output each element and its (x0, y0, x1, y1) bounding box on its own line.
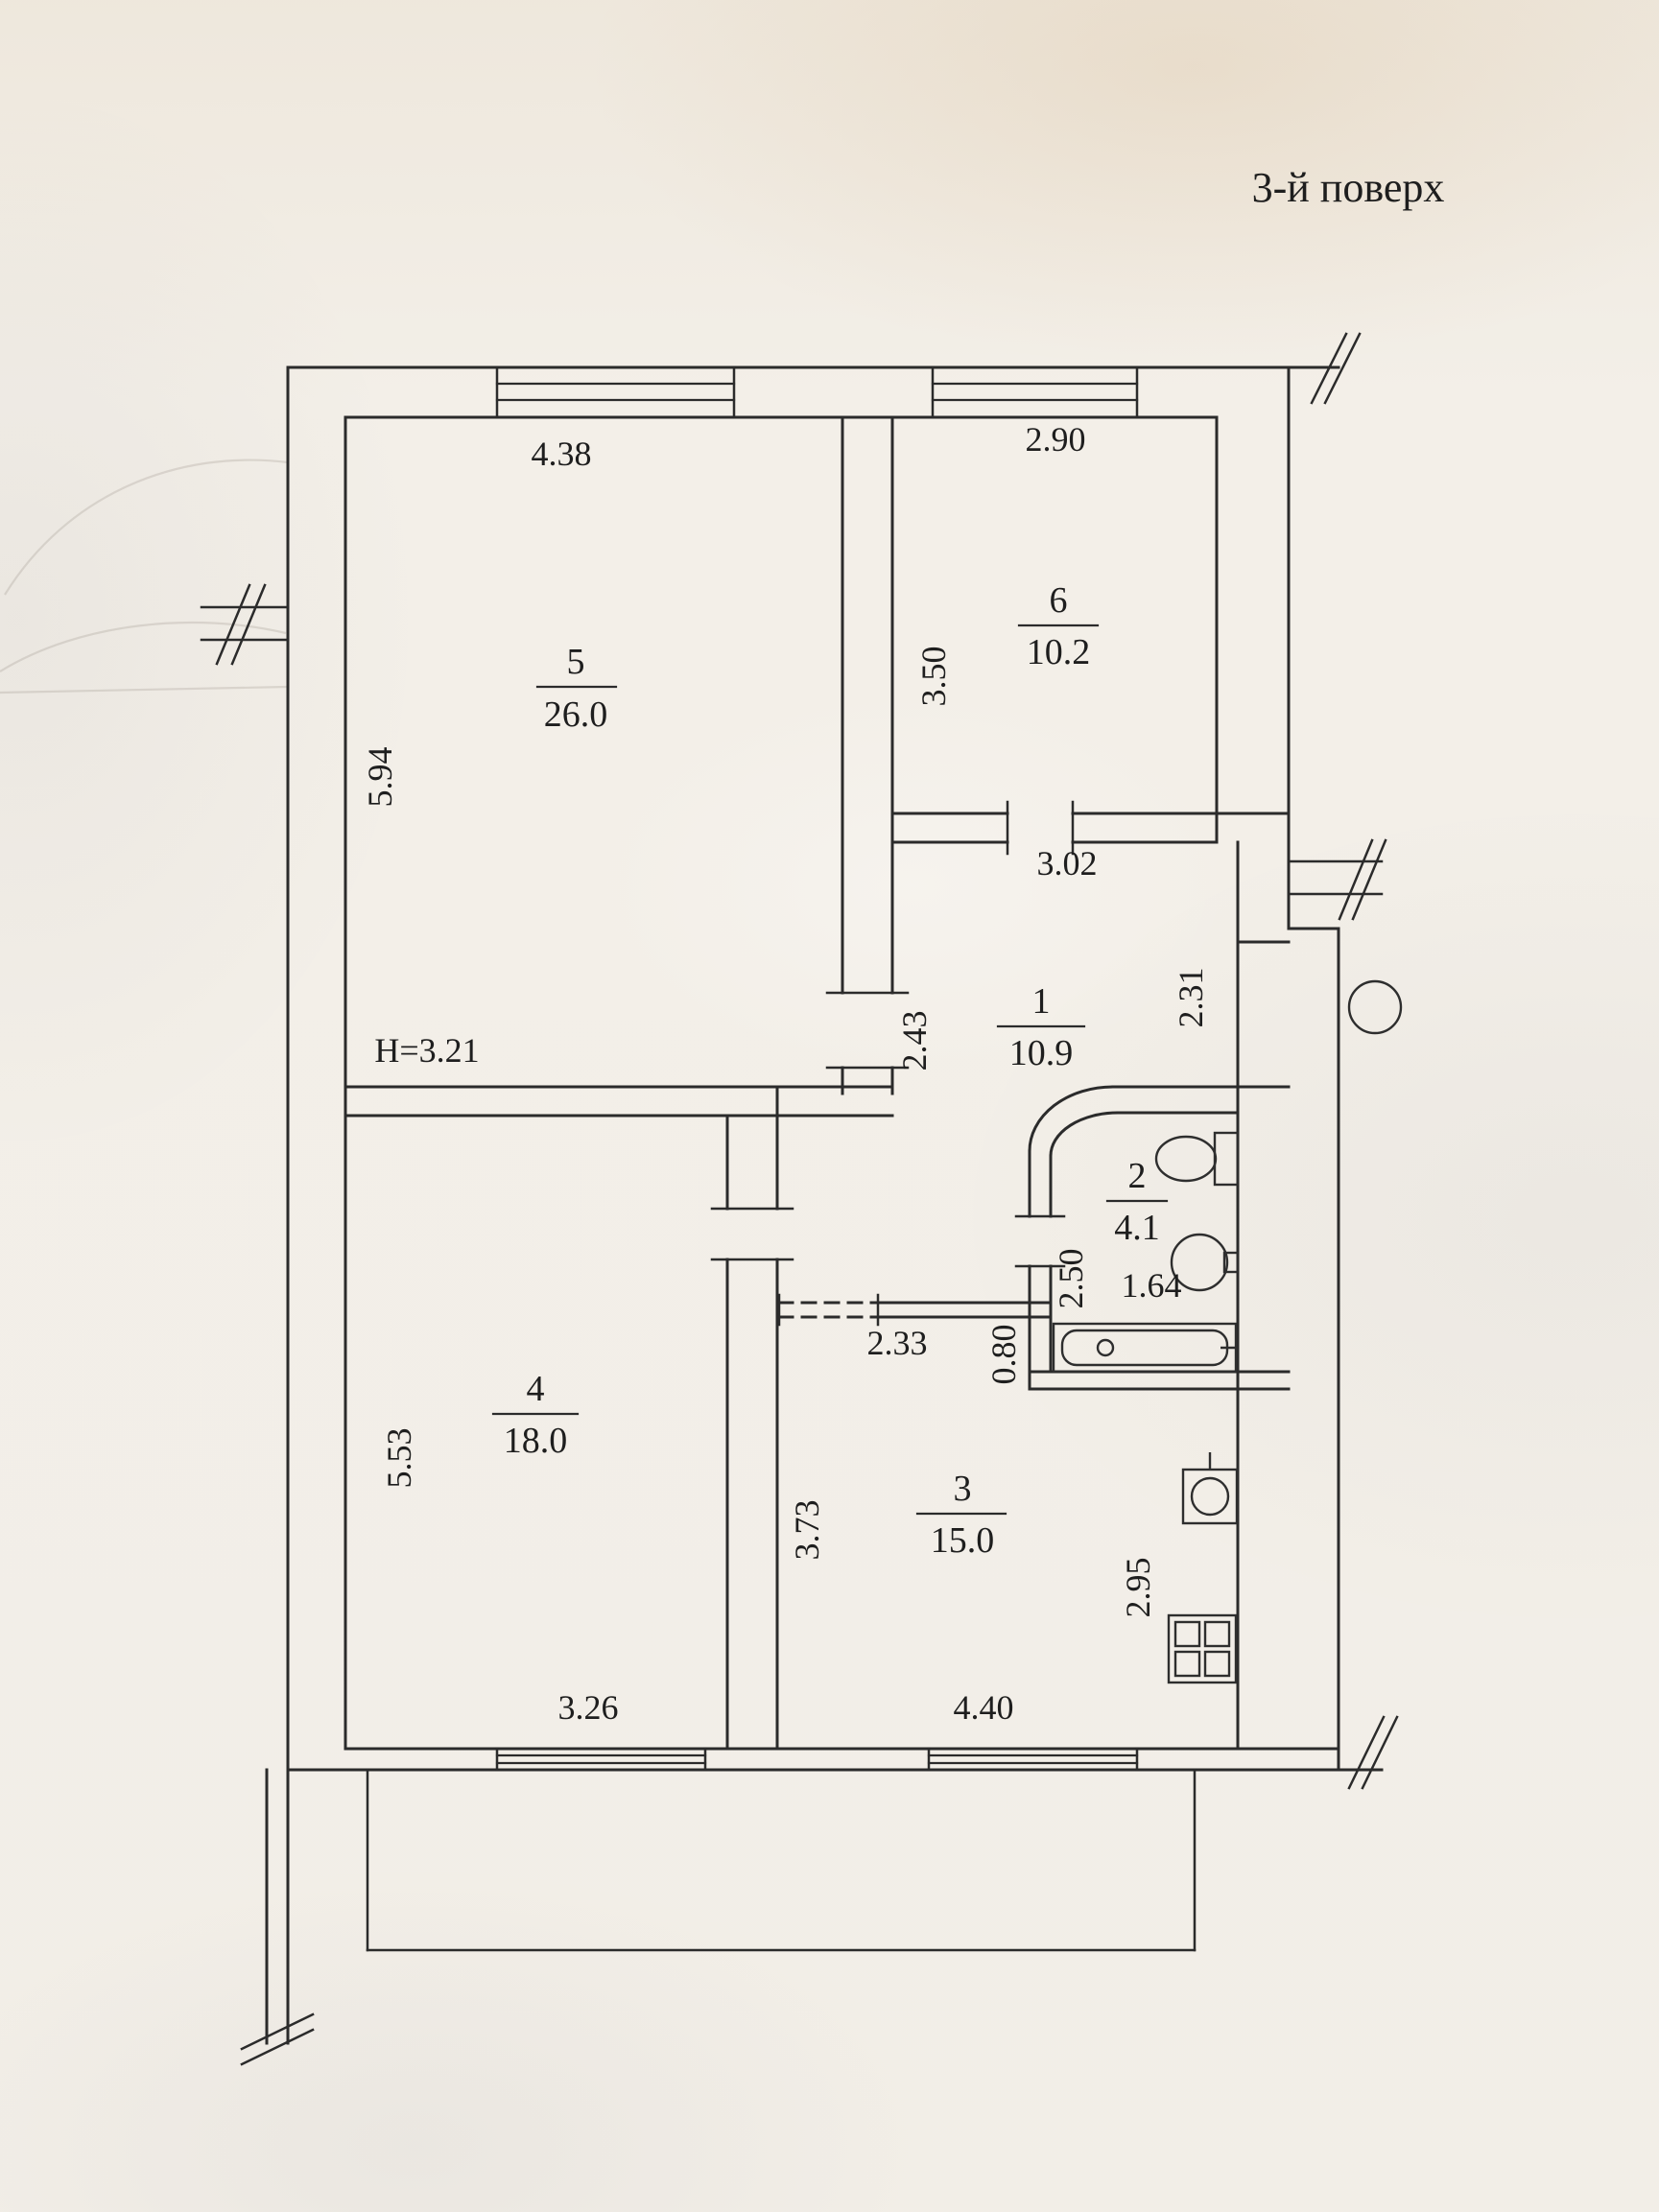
page-title: 3-й поверх (1252, 164, 1445, 211)
door-openings (710, 800, 1075, 1327)
room-label-5: 5 26.0 (535, 642, 618, 735)
window-top-left-icon (495, 365, 736, 419)
window-bottom-left-icon (495, 1747, 707, 1772)
dim-bath-width: 1.64 (1122, 1266, 1182, 1305)
balcony-outline (366, 1768, 1197, 1952)
dim-room6-top: 2.90 (1026, 420, 1086, 459)
dim-room3-right: 2.95 (1119, 1558, 1157, 1618)
dim-room5-top: 4.38 (532, 435, 592, 473)
dim-room6-left: 3.50 (914, 647, 953, 707)
dimension-labels: 4.38 2.90 5.94 3.50 3.02 2.43 2.31 H=3.2… (361, 420, 1210, 1727)
dim-hall-top: 3.02 (1037, 844, 1098, 882)
room-1-area: 10.9 (1009, 1033, 1074, 1073)
room6-door-opening (1006, 800, 1075, 856)
dim-corridor-step: 0.80 (984, 1325, 1023, 1385)
room-4-number: 4 (527, 1369, 545, 1409)
bathroom-curved-corner (1028, 1085, 1115, 1153)
room-3-number: 3 (954, 1469, 972, 1509)
room-5-area: 26.0 (544, 694, 608, 735)
window-top-right-icon (931, 365, 1139, 419)
kitchen-sink-icon (1181, 1452, 1239, 1525)
room-label-3: 3 15.0 (915, 1469, 1007, 1561)
dim-room3-bottom: 4.40 (954, 1688, 1014, 1727)
room4-door-opening (710, 1207, 794, 1261)
break-left-icon (200, 583, 290, 666)
bathtub-icon (1052, 1322, 1238, 1374)
riser-circle-icon (1347, 979, 1403, 1035)
break-right-mid-icon (1287, 838, 1387, 921)
toilet-icon (1154, 1131, 1240, 1187)
stove-icon (1167, 1613, 1238, 1684)
dim-bath-left: 2.50 (1052, 1249, 1090, 1309)
dim-room4-bottom: 3.26 (558, 1688, 619, 1727)
room-label-2: 2 4.1 (1105, 1156, 1169, 1248)
bathroom-door-opening (1014, 1214, 1066, 1268)
room-label-6: 6 10.2 (1017, 580, 1100, 672)
dim-hall-left: 2.43 (895, 1011, 934, 1071)
room-label-4: 4 18.0 (491, 1369, 580, 1461)
room-label-1: 1 10.9 (996, 981, 1086, 1073)
dim-hall-right: 2.31 (1172, 968, 1210, 1028)
scan-artifacts (0, 459, 289, 694)
interior-walls (344, 415, 1291, 1751)
room-6-number: 6 (1050, 580, 1068, 621)
ceiling-height-label: H=3.21 (374, 1031, 479, 1070)
window-symbols (495, 365, 1139, 1772)
room-3-area: 15.0 (931, 1520, 995, 1561)
corridor-opening-ticks (777, 1293, 880, 1327)
break-bottom-left-icon (240, 1768, 315, 2066)
wall-break-marks (200, 332, 1399, 2066)
room-6-area: 10.2 (1027, 632, 1091, 672)
room-2-number: 2 (1128, 1156, 1147, 1196)
dim-room5-left: 5.94 (361, 747, 399, 808)
room-2-area: 4.1 (1114, 1208, 1160, 1248)
break-top-right-icon (1310, 332, 1362, 405)
room5-door-opening (825, 991, 910, 1070)
bathroom-fixtures (1052, 1131, 1240, 1374)
dim-corridor-width: 2.33 (867, 1324, 928, 1362)
room-5-number: 5 (567, 642, 585, 682)
room-4-area: 18.0 (504, 1421, 568, 1461)
window-bottom-right-icon (927, 1747, 1139, 1772)
outer-walls (286, 365, 1384, 1772)
break-bottom-right-icon (1347, 1715, 1399, 1790)
dim-room3-left: 3.73 (788, 1500, 826, 1561)
bath-sink-icon (1170, 1233, 1240, 1292)
room-1-number: 1 (1032, 981, 1051, 1022)
dim-room4-left: 5.53 (380, 1428, 418, 1489)
kitchen-fixtures (1167, 1452, 1239, 1684)
